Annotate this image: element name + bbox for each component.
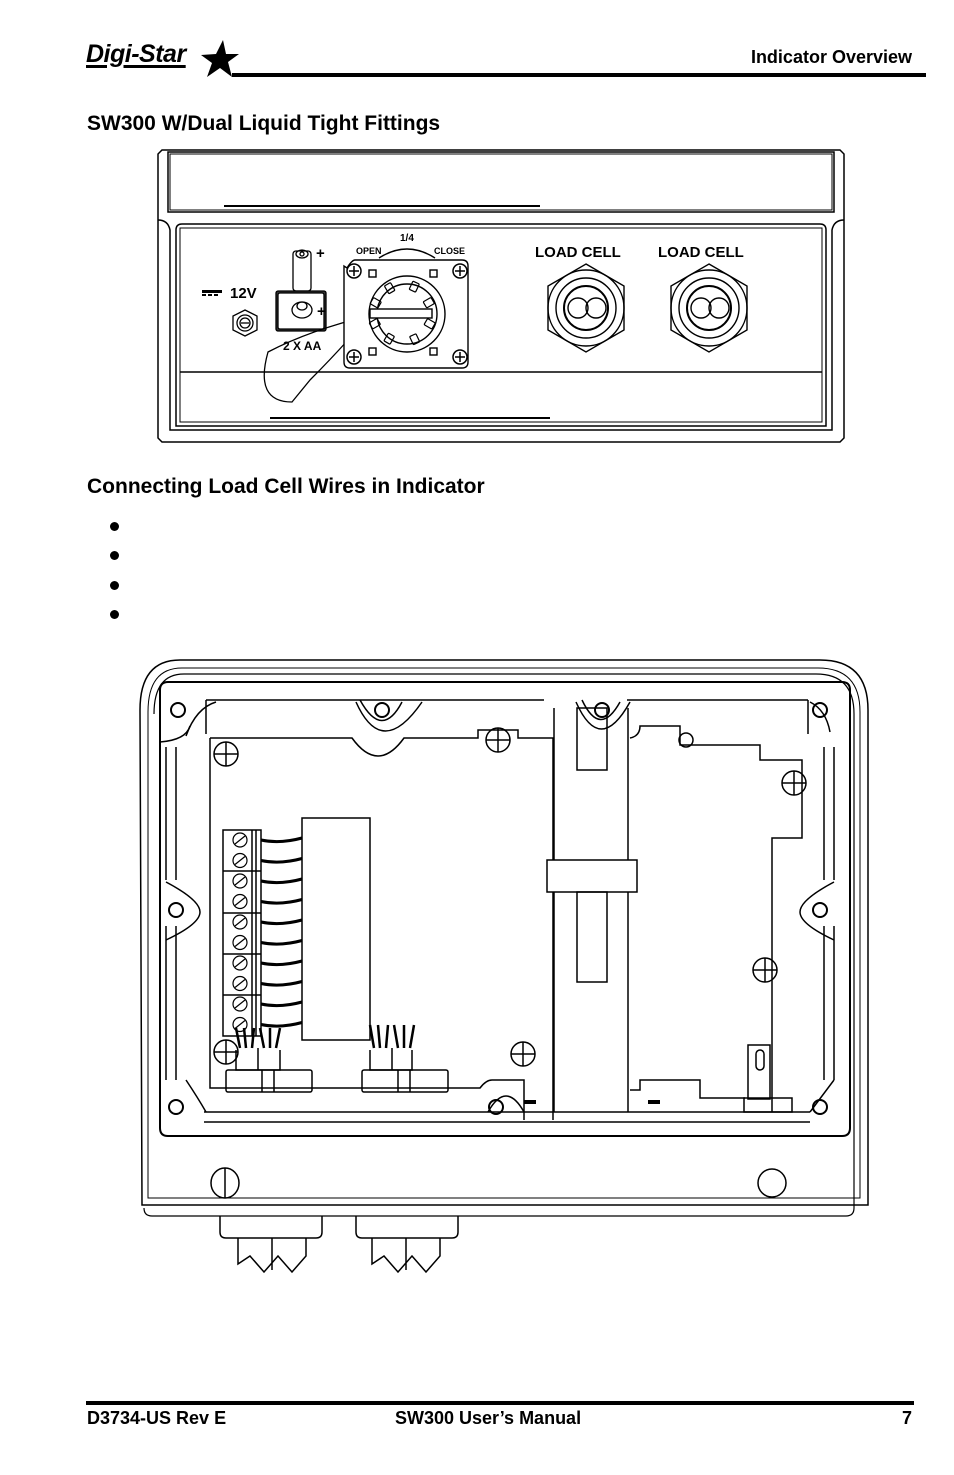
- terminal-screw-icon: [232, 996, 248, 1012]
- inner-cable-gland-1: [225, 1048, 313, 1093]
- bullet-item: [110, 551, 119, 560]
- wire: [260, 836, 303, 844]
- terminal-screw-icon: [232, 852, 248, 869]
- wire: [260, 959, 303, 967]
- cable-channel: [546, 707, 638, 1112]
- mounting-hole-icons: [168, 702, 828, 1115]
- bullet-item: [110, 581, 119, 590]
- terminal-screw-icon: [232, 873, 248, 889]
- wire: [260, 877, 303, 885]
- battery-door-dial: [343, 248, 469, 369]
- load-cell-fitting-1: [547, 263, 625, 353]
- relay-module: [301, 817, 371, 1041]
- load-cell-label-2: LOAD CELL: [658, 244, 744, 261]
- bullet-item: [110, 610, 119, 619]
- header-rule: [232, 73, 926, 77]
- heading-sw300-fittings: SW300 W/Dual Liquid Tight Fittings: [87, 112, 441, 135]
- star-icon: [201, 40, 239, 77]
- wire: [260, 980, 303, 987]
- terminal-screw-icon: [232, 1016, 248, 1033]
- terminal-screw-icon: [232, 914, 248, 930]
- external-cable-gland-2: [355, 1216, 459, 1274]
- face-screw-icons: [210, 1167, 787, 1199]
- terminal-screw-icons: [232, 832, 248, 1033]
- wire: [260, 1021, 303, 1028]
- wire: [260, 898, 303, 905]
- terminal-screw-icon: [232, 955, 248, 971]
- dial-quarter-label: 1/4: [400, 233, 414, 244]
- terminal-screw-icon: [232, 832, 248, 848]
- gland-wire-bundles: [234, 1024, 416, 1049]
- wire-bundle: [260, 836, 303, 1028]
- battery-holder-icon: [275, 249, 327, 332]
- battery-label: 2 X AA: [283, 339, 322, 353]
- indicator-interior-diagram: [139, 659, 869, 1274]
- battery-plus-top: +: [316, 245, 325, 262]
- terminal-screw-icon: [232, 893, 248, 910]
- circuit-board-right: [629, 725, 803, 1113]
- wire: [260, 918, 303, 926]
- dc-power-symbol-icon: [202, 290, 222, 296]
- bullet-item: [110, 522, 119, 531]
- inner-cable-gland-2: [361, 1048, 449, 1093]
- brand-logo: Digi-Star: [86, 40, 186, 68]
- doc-number: D3734-US Rev E: [87, 1408, 227, 1428]
- page-number: 7: [901, 1408, 912, 1428]
- dial-open-label: OPEN: [356, 246, 382, 256]
- footer-rule: [86, 1401, 914, 1405]
- external-cable-gland-1: [219, 1216, 323, 1274]
- terminal-screw-icon: [232, 934, 248, 951]
- manual-title: SW300 User’s Manual: [395, 1408, 582, 1428]
- load-cell-label-1: LOAD CELL: [535, 244, 621, 261]
- dial-close-label: CLOSE: [434, 246, 465, 256]
- battery-plus-bottom: +: [317, 303, 326, 320]
- wire: [260, 857, 303, 864]
- section-title: Indicator Overview: [750, 47, 912, 67]
- heading-connecting-wires: Connecting Load Cell Wires in Indicator: [87, 475, 485, 498]
- power-jack-icon: [232, 309, 258, 337]
- board-screw-icons: [213, 727, 807, 1067]
- terminal-screw-icon: [232, 975, 248, 992]
- screw-icons: [346, 263, 468, 365]
- power-label: 12V: [230, 285, 257, 302]
- circuit-board-left: [209, 729, 554, 1120]
- wire: [260, 1000, 303, 1008]
- sw300-front-panel-diagram: 12V + + 2 X AA: [157, 149, 845, 443]
- wire: [260, 939, 303, 946]
- terminal-block: [222, 829, 262, 1037]
- load-cell-fitting-2: [670, 263, 748, 353]
